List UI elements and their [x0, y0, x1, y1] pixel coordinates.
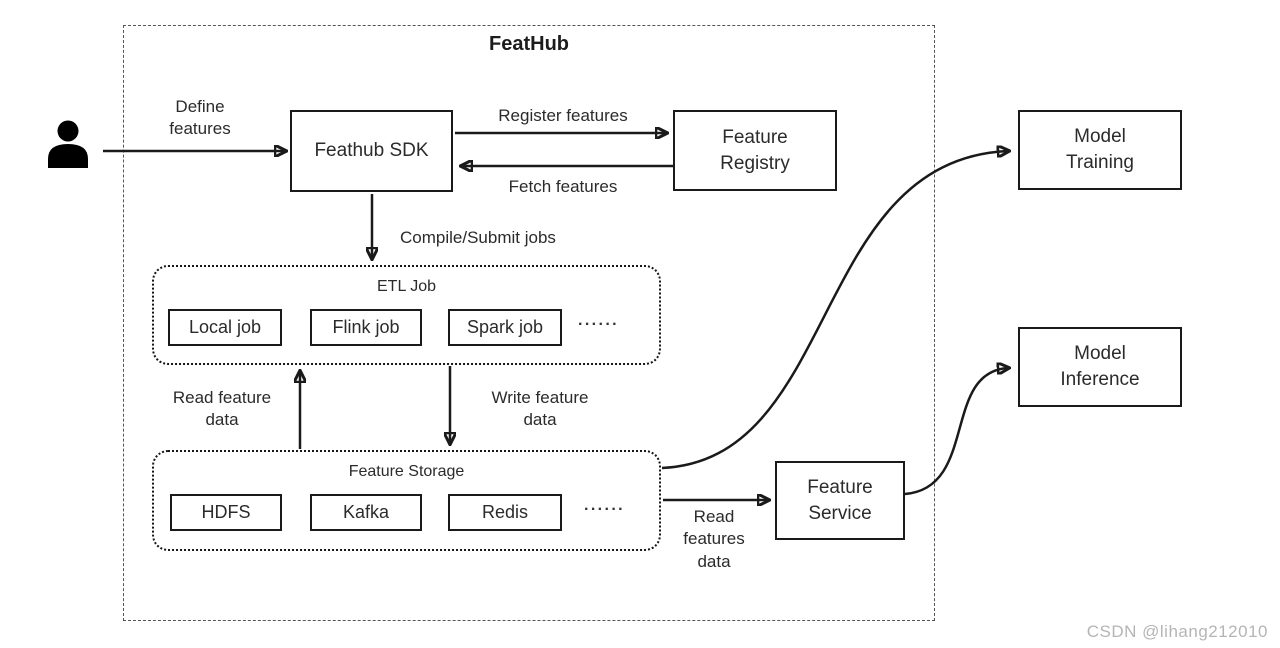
- etl-ellipsis: ······: [578, 316, 619, 333]
- chip-local-job: Local job: [168, 309, 282, 346]
- user-icon: [44, 118, 92, 175]
- chip-kafka: Kafka: [310, 494, 422, 531]
- chip-kafka-label: Kafka: [342, 502, 390, 522]
- label-register-features: Register features: [498, 106, 628, 125]
- node-model-inference: Model Inference: [1018, 327, 1182, 407]
- group-feature-storage: [152, 450, 661, 551]
- node-feathub-sdk: Feathub SDK: [290, 110, 453, 192]
- watermark: CSDN @lihang212010: [1086, 622, 1268, 641]
- group-etl-job: [152, 265, 661, 365]
- chip-flink-job: Flink job: [310, 309, 422, 346]
- node-feature-registry: Feature Registry: [673, 110, 837, 191]
- label-compile-submit-jobs: Compile/Submit jobs: [400, 228, 556, 247]
- chip-spark-job: Spark job: [448, 309, 562, 346]
- label-read-features-data: Read features data: [683, 507, 745, 571]
- chip-local-job-label: Local job: [188, 317, 262, 337]
- storage-ellipsis: ······: [584, 501, 625, 518]
- node-feature-registry-label: Feature Registry: [720, 126, 790, 174]
- diagram-title: FeatHub: [489, 33, 569, 55]
- chip-redis: Redis: [448, 494, 562, 531]
- group-feature-storage-title: Feature Storage: [348, 463, 465, 480]
- node-feature-service: Feature Service: [775, 461, 905, 540]
- group-etl-job-title: ETL Job: [377, 278, 436, 295]
- label-fetch-features: Fetch features: [508, 177, 618, 196]
- node-model-training: Model Training: [1018, 110, 1182, 190]
- chip-flink-job-label: Flink job: [332, 317, 400, 337]
- node-model-inference-label: Model Inference: [1060, 343, 1140, 390]
- chip-redis-label: Redis: [481, 502, 529, 522]
- node-feature-service-label: Feature Service: [807, 476, 873, 524]
- node-model-training-label: Model Training: [1066, 126, 1134, 173]
- chip-hdfs: HDFS: [170, 494, 282, 531]
- node-feathub-sdk-label: Feathub SDK: [314, 140, 429, 162]
- chip-hdfs-label: HDFS: [201, 502, 251, 522]
- label-read-feature-data: Read feature data: [172, 388, 272, 430]
- label-write-feature-data: Write feature data: [491, 388, 589, 430]
- chip-spark-job-label: Spark job: [466, 317, 544, 337]
- label-define-features: Define features: [169, 97, 231, 139]
